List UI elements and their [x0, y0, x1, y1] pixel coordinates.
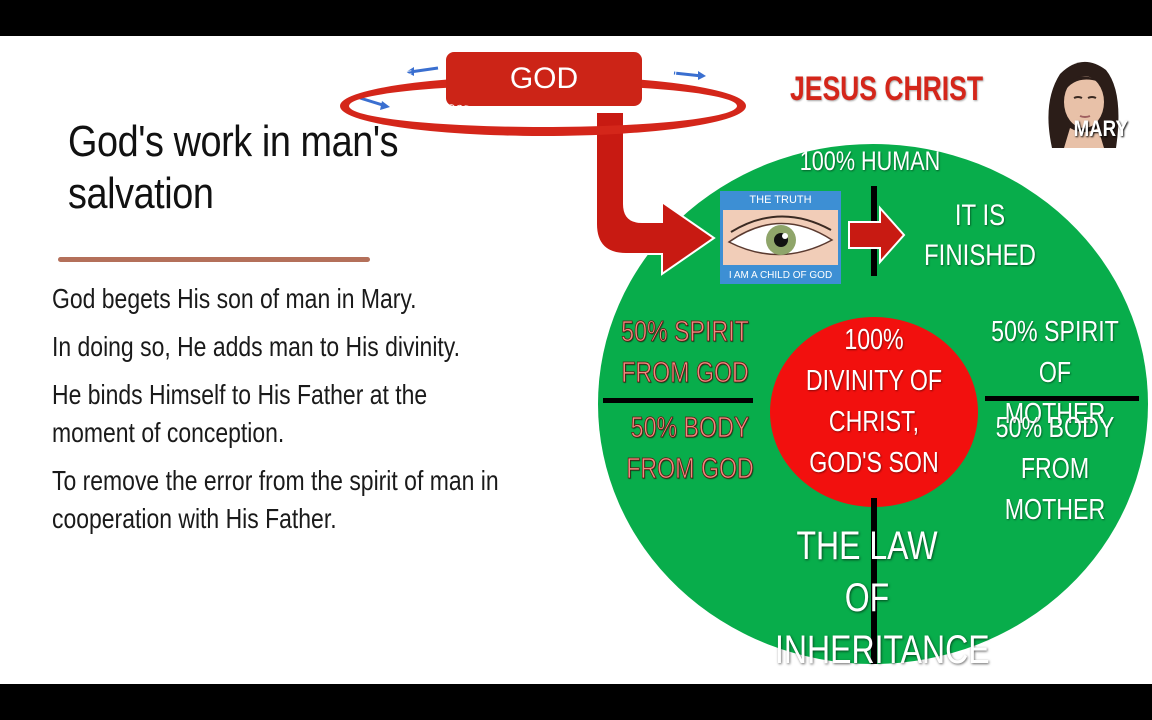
right-body-label: 50% BODY FROM MOTHER — [991, 408, 1119, 531]
left-body-label: 50% BODY FROM GOD — [626, 408, 754, 490]
right-spirit-line-1: 50% SPIRIT — [991, 316, 1119, 348]
eye-top-caption: THE TRUTH — [749, 194, 812, 206]
god-label: GOD — [446, 52, 642, 106]
finished-line-2: FINISHED — [923, 239, 1036, 272]
divinity-line-4: GOD'S SON — [809, 447, 939, 479]
body-line-2: In doing so, He adds man to His divinity… — [52, 331, 460, 362]
law-line-2: INHERITANCE — [775, 628, 990, 672]
human-label: 100% HUMAN — [799, 146, 941, 176]
law-of-inheritance-label: THE LAW OF INHERITANCE — [775, 520, 990, 676]
arrow-left-icon — [409, 66, 439, 74]
arrow-left-icon — [406, 67, 414, 76]
vertical-divider-bottom — [871, 498, 877, 664]
left-body-line-2: FROM GOD — [626, 453, 754, 486]
page-title: God's work in man's salvation — [68, 117, 399, 218]
right-body-line-1: 50% BODY — [995, 412, 1115, 444]
finished-line-1: IT IS — [954, 199, 1006, 232]
body-line-1: God begets His son of man in Mary. — [52, 283, 417, 314]
body-line-4: To remove the error from the spirit of m… — [52, 465, 499, 534]
eye-icon — [723, 210, 838, 265]
jesus-christ-label: JESUS CHRIST — [790, 70, 984, 108]
right-body-line-3: MOTHER — [1004, 494, 1106, 526]
arrow-right-icon — [673, 71, 703, 78]
law-line-1: THE LAW OF — [796, 524, 938, 620]
truth-eye-image: THE TRUTH I AM A CHILD OF GOD — [720, 191, 841, 284]
arrow-right-icon — [848, 205, 906, 265]
divinity-circle — [770, 317, 978, 507]
divinity-line-1: 100% — [844, 324, 904, 356]
down-right-arrow-icon — [595, 111, 716, 276]
body-text: God begets His son of man in Mary. In do… — [52, 280, 544, 548]
arrow-right-icon — [698, 71, 706, 80]
body-line-3: He binds Himself to His Father at the mo… — [52, 379, 428, 448]
left-body-line-1: 50% BODY — [630, 412, 750, 445]
horizontal-divider-right — [985, 396, 1139, 401]
slide: God's work in man's salvation God begets… — [0, 36, 1152, 684]
divinity-line-3: CHRIST, — [828, 406, 920, 438]
right-spirit-label: 50% SPIRIT OF MOTHER — [987, 312, 1123, 435]
left-spirit-line-2: FROM GOD — [621, 357, 749, 390]
eye-bottom-caption: I AM A CHILD OF GOD — [728, 269, 833, 281]
right-spirit-line-2: OF MOTHER — [1004, 357, 1106, 430]
left-spirit-line-1: 50% SPIRIT — [621, 316, 749, 349]
mary-photo: MARY — [1034, 52, 1130, 148]
left-spirit-label: 50% SPIRIT FROM GOD — [621, 312, 749, 394]
divinity-line-2: DIVINITY OF — [805, 365, 943, 397]
right-body-line-2: FROM — [1020, 453, 1090, 485]
it-is-finished-label: IT IS FINISHED — [916, 196, 1044, 276]
woman-portrait-icon — [1034, 52, 1130, 148]
mary-label: MARY — [1073, 116, 1128, 141]
horizontal-divider-left — [603, 398, 753, 403]
title-divider — [58, 257, 370, 262]
divinity-label: 100% DIVINITY OF CHRIST, GOD'S SON — [802, 320, 946, 484]
